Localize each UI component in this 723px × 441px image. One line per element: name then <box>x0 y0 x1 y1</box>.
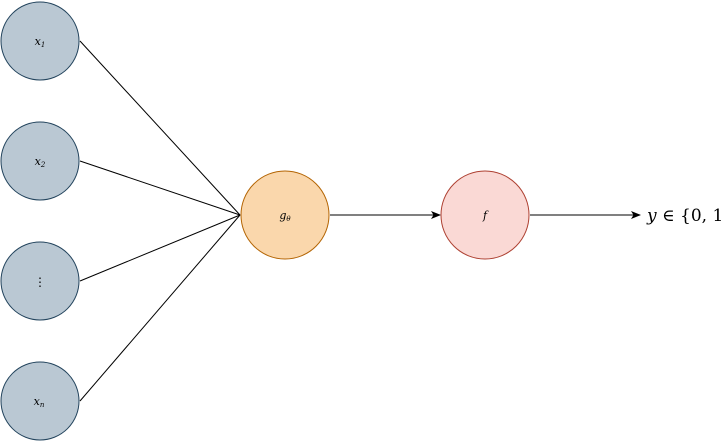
node-xn-circle <box>0 361 80 441</box>
svg-text:xn: xn <box>34 395 45 409</box>
node-xn-var: x <box>34 395 41 408</box>
svg-text:x2: x2 <box>35 155 46 169</box>
edge-x2-to-g <box>79 160 241 216</box>
node-g-theta-circle <box>240 170 330 260</box>
vertical-ellipsis-label: ⋮ <box>34 275 46 289</box>
node-x2-sub: 2 <box>40 161 46 169</box>
node-ellipsis-circle <box>0 241 80 321</box>
node-x1-circle <box>0 1 80 81</box>
node-xn-sub: n <box>40 401 45 409</box>
output-var: y <box>646 206 657 226</box>
edge-x1-to-g <box>79 40 241 216</box>
node-ellipsis: ⋮ <box>0 241 80 321</box>
output-label: y ∈ {0, 1 <box>646 206 723 226</box>
edge-xn-to-g <box>79 214 241 402</box>
node-x2-var: x <box>35 155 42 168</box>
node-x2: x2 <box>0 121 80 201</box>
node-g-var: g <box>279 209 286 222</box>
node-xn: xn <box>0 361 80 441</box>
node-f-label: f <box>482 209 489 222</box>
node-f: f <box>440 170 530 260</box>
edge-dots-to-g <box>79 214 241 282</box>
node-x1: x1 <box>0 1 80 81</box>
node-x1-sub: 1 <box>41 41 45 49</box>
node-x1-var: x <box>35 35 42 48</box>
output-set: ∈ {0, 1 <box>657 206 723 226</box>
node-g-theta: gθ <box>240 170 330 260</box>
svg-text:gθ: gθ <box>279 209 291 223</box>
node-f-circle <box>440 170 530 260</box>
node-x2-circle <box>0 121 80 201</box>
svg-text:x1: x1 <box>35 35 46 49</box>
node-g-sub: θ <box>286 215 291 223</box>
